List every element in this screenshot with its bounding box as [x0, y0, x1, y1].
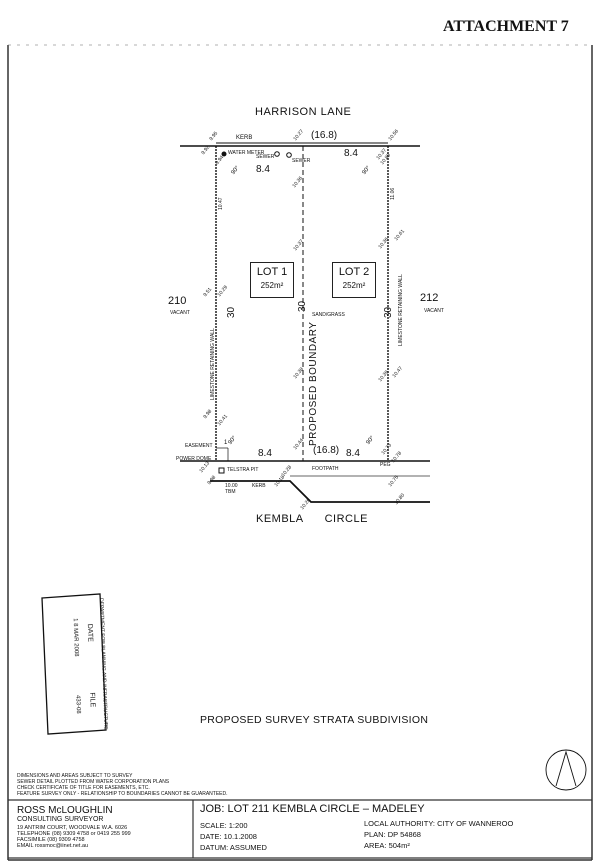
peg-label: PEG	[380, 462, 391, 468]
attachment-label: ATTACHMENT 7	[443, 18, 569, 35]
dpi-received-stamp: DEPARTMENT FOR PLANNING AND INFRASTRUCTU…	[48, 598, 109, 734]
easement-width: 1	[224, 440, 228, 446]
lot1-depth: 30	[226, 306, 237, 318]
neighbour-212-status: VACANT	[424, 308, 444, 314]
level: 10.47	[218, 197, 224, 210]
job-authority: LOCAL AUTHORITY: CITY OF WANNEROO	[364, 819, 514, 828]
lot-1-label: LOT 1	[256, 266, 288, 278]
power-dome-label: POWER DOME	[176, 456, 212, 462]
note: CHECK CERTIFICATE OF TITLE FOR EASEMENTS…	[17, 785, 150, 791]
kerb-label: KERB	[236, 135, 253, 141]
lot-2: LOT 2 252m²	[332, 262, 376, 298]
stamp-date-label: DATE	[85, 623, 94, 643]
neighbour-210-status: VACANT	[170, 310, 190, 316]
surveyor-address: 19 ANTRIM COURT, WOODVALE W.A. 6026	[17, 825, 128, 831]
job-date: DATE: 10.1.2008	[200, 832, 257, 841]
frontage-total-top: (16.8)	[311, 130, 338, 141]
tbm-label: 10.00 TBM	[225, 483, 238, 495]
retaining-wall-west-label: LIMESTONE RETAINING WALL	[210, 328, 216, 400]
note: DIMENSIONS AND AREAS SUBJECT TO SURVEY	[17, 773, 133, 779]
lot2-frontage-bottom: 8.4	[346, 448, 360, 459]
surveyor-facsimile: FACSIMILE (08) 9309 4758	[17, 837, 85, 843]
lot-2-area: 252m²	[342, 281, 366, 290]
easement-label: EASEMENT	[185, 443, 213, 449]
neighbour-212: 212	[420, 292, 439, 304]
kerb-label-bottom: KERB	[252, 483, 266, 489]
footpath-label: FOOTPATH	[312, 466, 339, 472]
sewer-icon-2	[286, 152, 292, 158]
surveyor-block: ROSS McLOUGHLIN CONSULTING SURVEYOR 19 A…	[17, 805, 131, 849]
north-arrow-icon	[545, 749, 587, 791]
job-datum: DATUM: ASSUMED	[200, 843, 267, 852]
survey-notes: DIMENSIONS AND AREAS SUBJECT TO SURVEY S…	[17, 773, 228, 797]
surveyor-telephone: TELEPHONE (08) 9309 4758 or 0419 255 999	[17, 831, 131, 837]
note: SEWER DETAIL PLOTTED FROM WATER CORPORAT…	[17, 779, 170, 785]
stamp-border	[41, 593, 107, 735]
job-details-right: LOCAL AUTHORITY: CITY OF WANNEROO PLAN: …	[364, 818, 513, 851]
bottom-kerb-line	[210, 480, 430, 503]
sewer-label-2: SEWER	[292, 158, 311, 164]
telstra-pit-icon	[218, 467, 225, 474]
water-meter-icon	[221, 151, 227, 157]
lot1-frontage-bottom: 8.4	[258, 448, 272, 459]
frontage-total-bottom: (16.8)	[313, 445, 340, 456]
mid-depth: 30	[297, 300, 308, 312]
note: FEATURE SURVEY ONLY - RELATIONSHIP TO BO…	[17, 791, 228, 797]
telstra-pit-label: TELSTRA PIT	[227, 467, 259, 473]
surveyor-email: EMAIL rossmoc@iinet.net.au	[17, 843, 89, 849]
stamp-date: 1 8 MAR 2008	[71, 618, 80, 657]
lot-1: LOT 1 252m²	[250, 262, 294, 298]
sewer-icon	[274, 151, 280, 157]
plan-title: PROPOSED SURVEY STRATA SUBDIVISION	[200, 714, 429, 726]
lot2-depth: 30	[383, 306, 394, 318]
sewer-label: SEWER	[256, 154, 275, 160]
job-scale: SCALE: 1:200	[200, 821, 248, 830]
lot2-frontage-top: 8.4	[344, 148, 358, 159]
sand-grass-label: SAND/GRASS	[312, 312, 345, 318]
surveyor-name: ROSS McLOUGHLIN	[17, 805, 113, 816]
street-name-bottom: KEMBLA CIRCLE	[256, 513, 368, 525]
neighbour-210: 210	[168, 295, 187, 307]
proposed-boundary-label: PROPOSED BOUNDARY	[308, 321, 319, 446]
level: 11.06	[390, 187, 396, 200]
stamp-file: 433-08	[74, 694, 82, 714]
retaining-wall-east-label: LIMESTONE RETAINING WALL	[398, 274, 404, 346]
lot-1-area: 252m²	[260, 281, 284, 290]
job-details-left: SCALE: 1:200 DATE: 10.1.2008 DATUM: ASSU…	[200, 820, 267, 853]
surveyor-title: CONSULTING SURVEYOR	[17, 816, 104, 823]
stamp-file-label: FILE	[88, 692, 96, 708]
job-plan: PLAN: DP 54868	[364, 830, 421, 839]
lot-2-label: LOT 2	[338, 266, 370, 278]
water-meter-label: WATER METER	[228, 150, 265, 156]
job-title: JOB: LOT 211 KEMBLA CIRCLE – MADELEY	[200, 803, 425, 815]
street-name-top: HARRISON LANE	[255, 106, 352, 118]
lot1-frontage-top: 8.4	[256, 164, 270, 175]
job-area: AREA: 504m²	[364, 841, 410, 850]
